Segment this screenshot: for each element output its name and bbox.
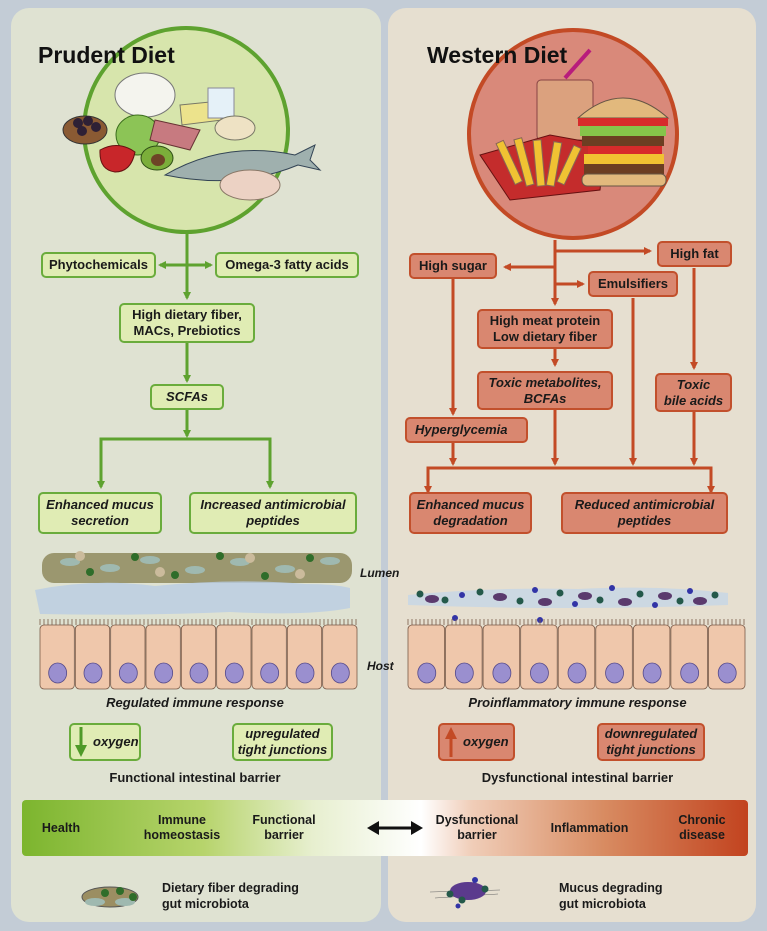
cell-nucleus (605, 662, 624, 684)
western-diet-title: Western Diet (427, 42, 568, 68)
cell-nucleus (417, 662, 437, 684)
downregulated-tj-box: downregulated tight junctions (597, 723, 705, 761)
mucus-secretion-line1: Enhanced mucus (46, 497, 154, 512)
toxic-bile-acids-line1: Toxic (676, 376, 711, 392)
upregulated-tj-line1: upregulated (245, 726, 320, 741)
arrow-down-icon (75, 727, 87, 757)
cell-nucleus (48, 662, 68, 684)
toxic-metabolites-line2: BCFAs (523, 390, 567, 406)
microvilli (39, 619, 357, 625)
fast-food-icon (479, 48, 670, 201)
cell-nucleus (717, 662, 737, 684)
proinflammatory-immune-response: Proinflammatory immune response (468, 695, 687, 710)
cell-nucleus (330, 662, 350, 684)
upregulated-tj-line2: tight junctions (237, 742, 328, 757)
fiber-degrading-microbiota-icon (81, 886, 139, 908)
cell-nucleus (492, 662, 512, 684)
cell-nucleus (154, 662, 174, 684)
cell-nucleus (567, 662, 587, 684)
high-fat-box: High fat (657, 241, 732, 267)
dietary-fiber-line2: MACs, Prebiotics (133, 323, 241, 338)
mucus-degrading-microbiota-layer (416, 585, 719, 623)
healthy-epithelium (39, 619, 358, 690)
enhanced-mucus-secretion-box: Enhanced mucus secretion (38, 492, 162, 534)
meat-protein-line2: Low dietary fiber (492, 329, 598, 344)
scfas-box: SCFAs (150, 384, 224, 410)
mucus-degrading-microbiota-icon (429, 877, 501, 909)
mucus-secretion-line2: secretion (71, 513, 129, 528)
increased-amp-line1: Increased antimicrobial (200, 497, 346, 512)
toxic-bile-acids-line2: bile acids (663, 392, 724, 408)
thick-mucus-layer (35, 581, 350, 615)
double-headed-arrow-icon (367, 821, 423, 835)
increased-amp-box: Increased antimicrobial peptides (189, 492, 357, 534)
high-meat-protein-box: High meat protein Low dietary fiber (477, 309, 613, 349)
fiber-degrading-microbiota-layer (42, 551, 352, 583)
dietary-fiber-box: High dietary fiber, MACs, Prebiotics (119, 303, 255, 343)
spectrum-inflammation: Inflammation (550, 820, 629, 835)
downregulated-tj-line2: tight junctions (606, 742, 696, 757)
inflamed-epithelium (407, 619, 746, 690)
cell-nucleus (530, 662, 549, 684)
high-sugar-box: High sugar (409, 253, 497, 279)
dysfunctional-barrier-caption: Dysfunctional intestinal barrier (481, 770, 674, 785)
omega3-box: Omega-3 fatty acids (215, 252, 359, 278)
cell-nucleus (295, 662, 315, 684)
thin-mucus-layer (408, 587, 728, 608)
prudent-arrows (97, 234, 274, 489)
cell-nucleus (642, 662, 662, 684)
enhanced-mucus-degradation-box: Enhanced mucus degradation (409, 492, 532, 534)
mucus-degradation-line1: Enhanced mucus (416, 497, 525, 512)
oxygen-label: oxygen (463, 734, 509, 749)
cell-nucleus (454, 662, 474, 684)
prudent-diet-title: Prudent Diet (38, 42, 175, 68)
cell-nucleus (260, 662, 280, 684)
reduced-amp-box: Reduced antimicrobial peptides (561, 492, 728, 534)
reduced-amp-line2: peptides (617, 513, 672, 528)
microvilli (407, 619, 745, 625)
meat-protein-line1: High meat protein (489, 313, 601, 328)
oxygen-up-box: oxygen (438, 723, 515, 761)
cell-nucleus (224, 662, 244, 684)
oxygen-label: oxygen (93, 734, 139, 749)
phytochemicals-box: Phytochemicals (41, 252, 156, 278)
cell-nucleus (83, 662, 103, 684)
hyperglycemia-box: Hyperglycemia (405, 417, 528, 443)
spectrum-health: Health (41, 820, 81, 835)
mucus-degradation-line2: degradation (433, 513, 508, 528)
host-label: Host (367, 659, 394, 673)
toxic-metabolites-line1: Toxic metabolites, (488, 374, 602, 390)
dietary-fiber-line1: High dietary fiber, (132, 307, 242, 322)
increased-amp-line2: peptides (246, 513, 300, 528)
toxic-bile-acids-box: Toxic bile acids (655, 373, 732, 412)
upregulated-tj-box: upregulated tight junctions (232, 723, 333, 761)
toxic-metabolites-box: Toxic metabolites, BCFAs (477, 371, 613, 410)
reduced-amp-line1: Reduced antimicrobial (574, 497, 715, 512)
cell-nucleus (118, 662, 138, 684)
arrow-up-icon (445, 727, 457, 757)
downregulated-tj-line1: downregulated (604, 726, 698, 741)
cell-nucleus (189, 662, 209, 684)
functional-barrier-caption: Functional intestinal barrier (109, 770, 281, 785)
emulsifiers-box: Emulsifiers (588, 271, 678, 297)
western-arrows (424, 240, 715, 494)
oxygen-down-box: oxygen (69, 723, 141, 761)
regulated-immune-response: Regulated immune response (106, 695, 284, 710)
healthy-food-icon (62, 72, 322, 201)
lumen-label: Lumen (360, 566, 400, 580)
cell-nucleus (680, 662, 700, 684)
